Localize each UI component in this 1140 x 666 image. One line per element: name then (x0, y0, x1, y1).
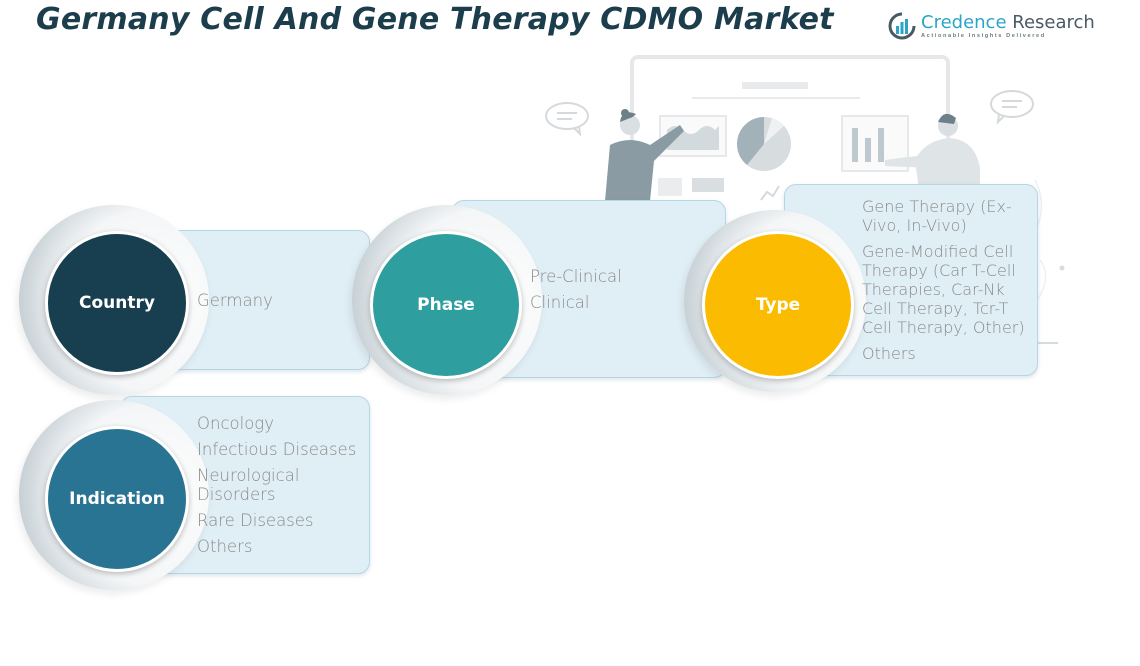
list-item: Others (862, 344, 916, 363)
type-items: Gene Therapy (Ex-Vivo, In-Vivo) Gene-Mod… (862, 197, 1028, 370)
list-item: Oncology (197, 414, 274, 433)
phase-items: Pre-Clinical Clinical (530, 267, 710, 319)
list-item: Neurological Disorders (197, 466, 300, 504)
list-item: Others (197, 537, 253, 556)
brand-logo: Credence Research Actionable Insights De… (888, 12, 1095, 42)
brand-tagline: Actionable Insights Delivered (921, 33, 1046, 39)
indication-items: Oncology Infectious Diseases Neurologica… (197, 414, 357, 563)
indication-circle: Indication (45, 426, 189, 572)
type-circle: Type (702, 231, 854, 379)
country-circle: Country (45, 231, 189, 375)
list-item: Gene-Modified Cell Therapy (Car T-Cell T… (862, 242, 1025, 337)
presenter-woman (605, 109, 684, 201)
country-items: Germany (197, 291, 357, 317)
speech-bubble-left (545, 102, 589, 137)
segment-label-type: Type (755, 295, 801, 315)
list-item: Infectious Diseases (197, 440, 357, 459)
brand-name-part2: Research (1006, 12, 1095, 33)
bar-chart-circle-logo-icon (888, 12, 916, 40)
phase-circle: Phase (370, 231, 522, 379)
list-item: Germany (197, 291, 273, 310)
brand-name: Credence Research (921, 12, 1095, 33)
list-item: Pre-Clinical (530, 267, 622, 286)
list-item: Gene Therapy (Ex-Vivo, In-Vivo) (862, 197, 1012, 235)
list-item: Clinical (530, 293, 590, 312)
segment-label-indication: Indication (69, 489, 165, 509)
speech-bubble-right (990, 90, 1034, 125)
list-item: Rare Diseases (197, 511, 314, 530)
presenter-man (885, 113, 980, 198)
brand-name-part1: Credence (921, 12, 1007, 33)
page-title: Germany Cell And Gene Therapy CDMO Marke… (36, 2, 834, 37)
segment-label-country: Country (79, 293, 155, 313)
segment-label-phase: Phase (417, 295, 475, 315)
